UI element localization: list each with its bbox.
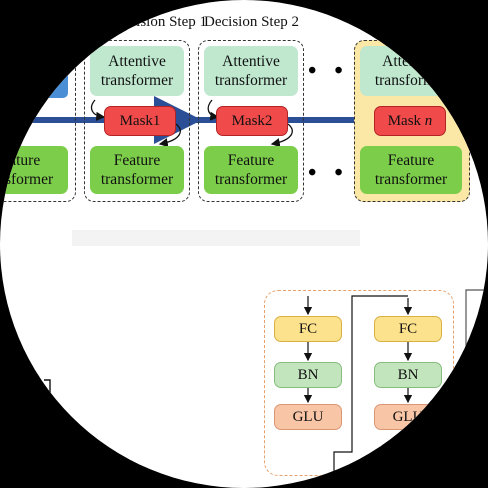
attentive-transformer-n: Attentive transformer	[360, 46, 462, 96]
bn-2: BN	[374, 362, 442, 388]
caption-placeholder	[72, 230, 360, 246]
right-box-edge	[465, 289, 488, 470]
attentive-transformer-1: Attentive transformer	[90, 46, 184, 96]
decision-step-2-frame	[198, 40, 304, 202]
mask-1: Mask1	[104, 106, 176, 136]
decision-step-0-frame	[0, 40, 76, 202]
mask-n-prefix: Mask	[387, 112, 425, 129]
feature-transformer-n: Feature transformer	[360, 146, 462, 194]
glu-link	[333, 295, 408, 488]
attentive-transformer-2: Attentive transformer	[204, 46, 298, 96]
mask-n-variable: n	[424, 112, 433, 129]
input-block-partial	[40, 72, 68, 98]
glu-1: GLU	[274, 404, 342, 430]
left-bracket	[44, 379, 51, 394]
bn-1: BN	[274, 362, 342, 388]
step1-label: Decision Step 1	[112, 14, 207, 30]
curve-att-to-mask2	[207, 99, 220, 121]
step2-label: Decision Step 2	[204, 14, 299, 30]
curve-att-to-mask1	[90, 99, 106, 121]
decision-step-1-frame	[84, 40, 190, 202]
curve-mask2-to-feat	[270, 123, 293, 148]
glu-block-frame	[264, 290, 454, 476]
mask-2: Mask2	[216, 106, 288, 136]
curve-mask1-to-feat	[158, 123, 181, 148]
feature-transformer-2: Feature transformer	[204, 146, 298, 194]
glu-2: GLU	[374, 404, 442, 430]
fc-1: FC	[274, 316, 342, 342]
fc-2: FC	[374, 316, 442, 342]
feature-transformer-1: Feature transformer	[90, 146, 184, 194]
mask-n: Mask n	[374, 106, 446, 136]
feature-transformer-0: Feature transformer	[0, 146, 68, 194]
